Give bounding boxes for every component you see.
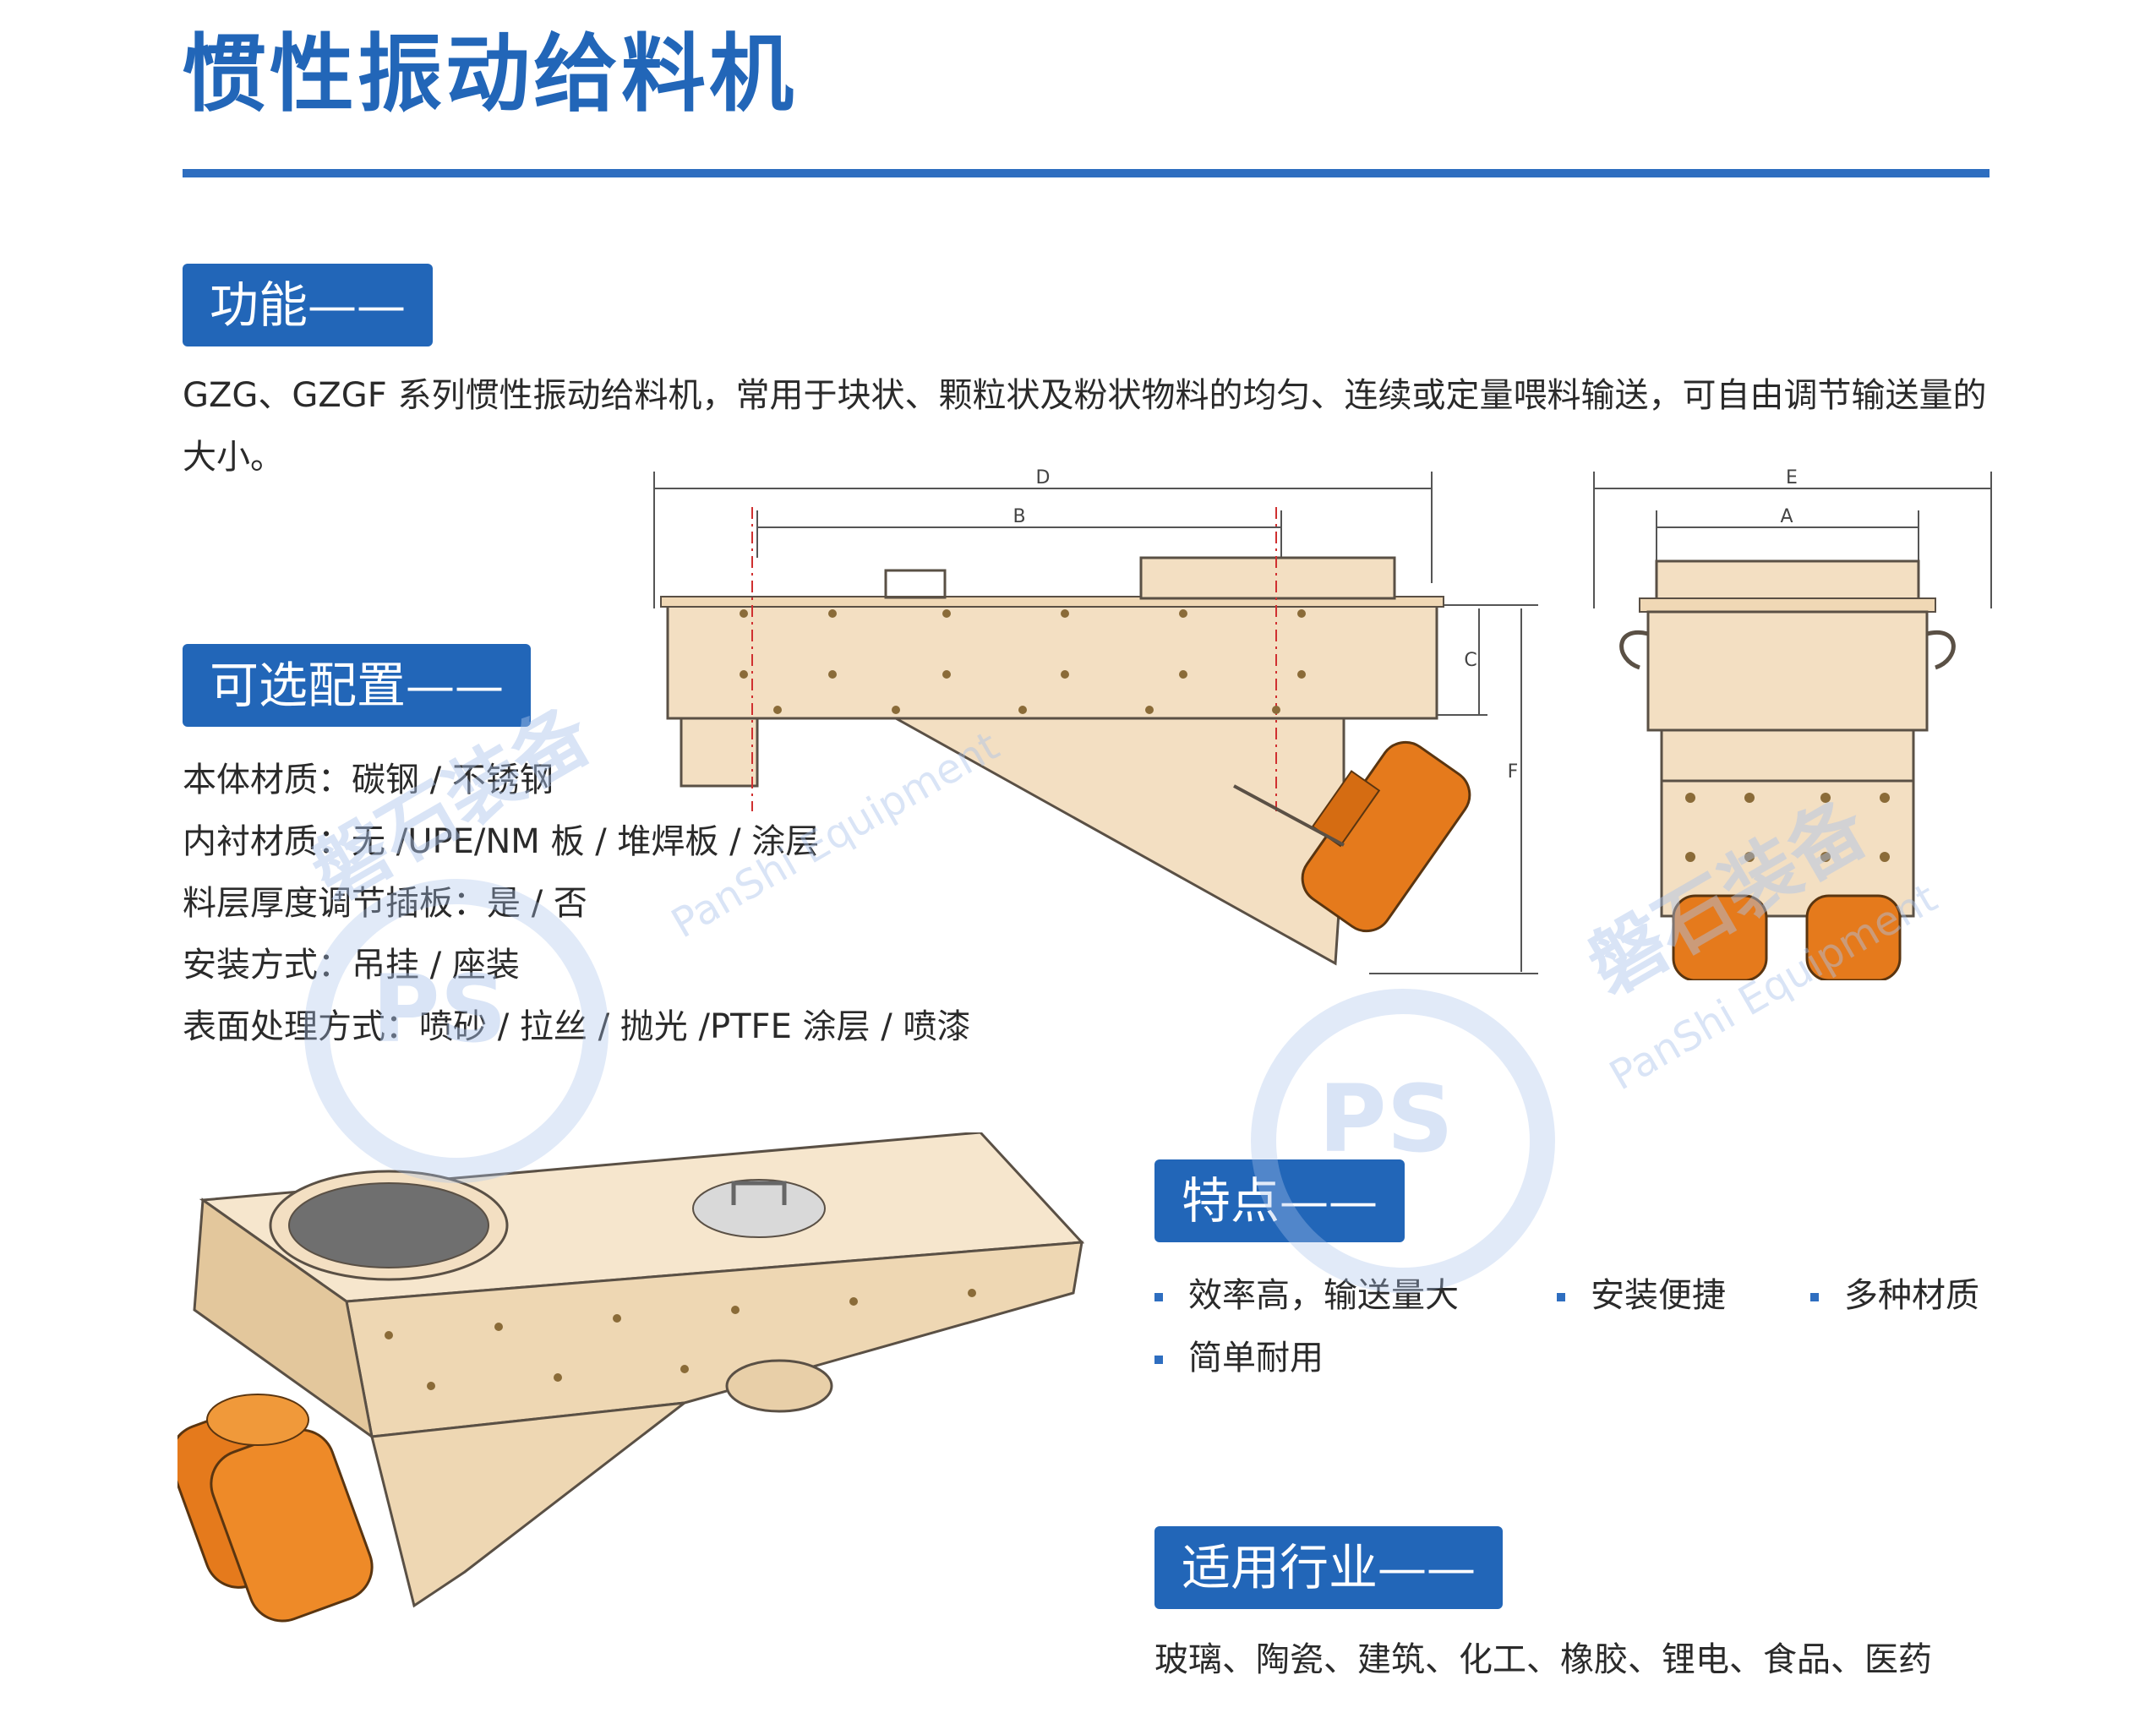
side-view-drawing: D B C F <box>653 467 1538 974</box>
handle-icon <box>731 1181 787 1205</box>
lower-body <box>1660 728 1915 783</box>
function-description: GZG、GZGF 系列惯性振动给料机，常用于块状、颗粒状及粉状物料的均匀、连续或… <box>183 376 1987 477</box>
option-item: 料层厚度调节插板：是 / 否 <box>183 884 587 923</box>
page-title: 惯性振动给料机 <box>182 24 797 123</box>
end-view-drawing: E A <box>1593 467 1992 980</box>
vibration-motor <box>177 1394 374 1623</box>
option-item: 安装方式：吊挂 / 座装 <box>183 946 520 985</box>
feeder-trough <box>666 598 1438 720</box>
dimension-label-b: B <box>1013 506 1025 527</box>
outlet-spout <box>725 1359 833 1413</box>
gear-icon <box>1251 989 1555 1293</box>
top-flange <box>1639 597 1936 613</box>
inlet-collar <box>1139 556 1396 600</box>
inspection-cover <box>692 1179 826 1238</box>
industries-list: 玻璃、陶瓷、建筑、化工、橡胶、锂电、食品、医药 <box>1154 1640 1932 1679</box>
dimension-label-c: C <box>1464 650 1476 671</box>
options-heading: 可选配置—— <box>183 644 532 727</box>
option-item: 内衬材质：无 /UPE/NM 板 / 堆焊板 / 涂层 <box>183 822 820 861</box>
feature-item: 简单耐用 <box>1154 1337 1324 1379</box>
bullet-icon <box>1154 1356 1163 1364</box>
motor-bracket <box>1660 779 1915 918</box>
inlet-collar <box>1655 559 1920 605</box>
feature-item: 效率高，输送量大 <box>1154 1274 1459 1317</box>
inlet-opening <box>288 1182 489 1268</box>
feeder-trough <box>1646 610 1929 732</box>
vibration-motor-left <box>1672 894 1768 980</box>
dimension-label-f: F <box>1508 761 1519 783</box>
handle-icon <box>884 569 947 599</box>
bullet-icon <box>1557 1293 1565 1301</box>
vibration-motor-right <box>1805 894 1902 980</box>
option-item: 本体材质：碳钢 / 不锈钢 <box>183 761 554 799</box>
features-heading: 特点—— <box>1154 1159 1405 1242</box>
dimension-label-a: A <box>1780 506 1793 527</box>
bullet-icon <box>1154 1293 1163 1301</box>
industries-heading: 适用行业—— <box>1154 1526 1504 1609</box>
feeder-3d-illustration <box>177 1132 1085 1623</box>
watermark-logo: PS <box>1318 1065 1454 1173</box>
title-divider <box>183 169 1990 177</box>
function-heading: 功能—— <box>183 264 434 346</box>
feature-item: 多种材质 <box>1810 1274 1979 1317</box>
feature-item: 安装便捷 <box>1557 1274 1726 1317</box>
option-item: 表面处理方式：喷砂 / 拉丝 / 抛光 /PTFE 涂层 / 喷漆 <box>183 1007 971 1046</box>
bullet-icon <box>1810 1293 1819 1301</box>
dimension-label-e: E <box>1786 467 1798 488</box>
dimension-label-d: D <box>1036 467 1051 488</box>
support-bracket <box>370 1400 690 1608</box>
vibration-motor <box>1301 740 1471 933</box>
outlet-spout <box>680 717 759 788</box>
